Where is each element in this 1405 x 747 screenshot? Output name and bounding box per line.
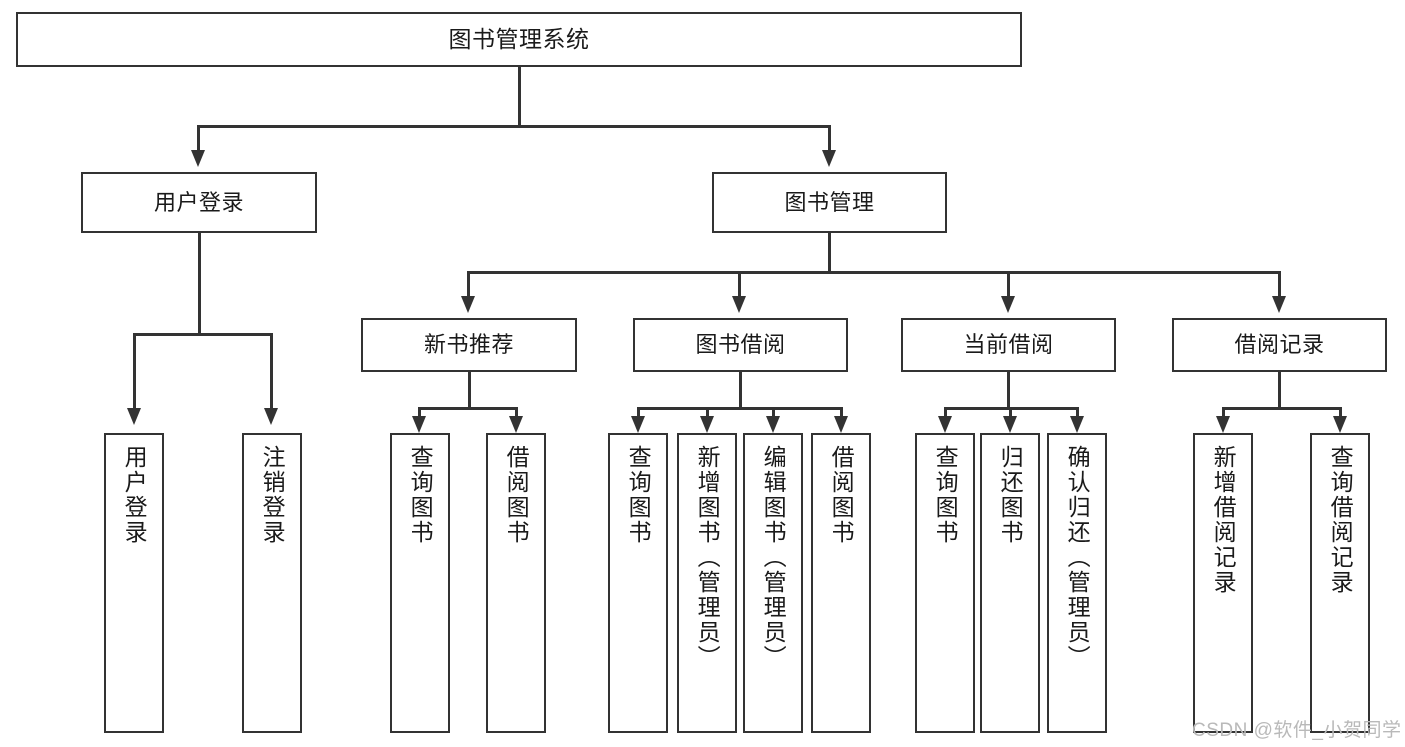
leaf-record-query[interactable]: 查询借阅记录 — [1310, 433, 1370, 733]
connector-record-l1 — [1222, 407, 1225, 417]
arrow-bookmgmt-to-current — [1001, 296, 1015, 313]
connector-current-l1 — [944, 407, 947, 417]
node-label: 图书管理系统 — [448, 25, 590, 52]
node-book-borrow[interactable]: 图书借阅 — [633, 318, 848, 372]
arrow-borrow-leaf-2 — [700, 416, 714, 433]
connector-root-stem — [518, 67, 521, 126]
connector-bookmgmt-stem — [828, 233, 831, 273]
node-label: 新增借阅记录 — [1210, 445, 1237, 595]
connector-root-to-userlogin — [197, 125, 200, 150]
node-label: 借阅图书 — [503, 445, 530, 545]
node-label: 图书借阅 — [695, 332, 786, 358]
node-label: 借阅记录 — [1234, 332, 1325, 358]
leaf-record-add[interactable]: 新增借阅记录 — [1193, 433, 1253, 733]
connector-current-l3 — [1076, 407, 1079, 417]
node-borrow-record[interactable]: 借阅记录 — [1172, 318, 1387, 372]
leaf-user-login-login[interactable]: 用户登录 — [104, 433, 164, 733]
node-label: 查询图书 — [932, 445, 959, 545]
node-label: 编辑图书（管理员） — [760, 445, 787, 670]
connector-bookmgmt-c1 — [467, 271, 470, 296]
connector-record-l2 — [1339, 407, 1342, 417]
leaf-borrow-query[interactable]: 查询图书 — [608, 433, 668, 733]
connector-root-bus — [197, 125, 831, 128]
node-label: 用户登录 — [121, 445, 148, 545]
node-label: 用户登录 — [153, 189, 244, 215]
node-label: 当前借阅 — [963, 332, 1054, 358]
connector-current-l2 — [1009, 407, 1012, 417]
connector-record-bus — [1222, 407, 1342, 410]
connector-borrow-stem — [739, 372, 742, 409]
arrow-bookmgmt-to-record — [1272, 296, 1286, 313]
arrow-current-leaf-3 — [1070, 416, 1084, 433]
arrow-root-to-bookmgmt — [822, 150, 836, 167]
arrow-userlogin-leaf-1 — [127, 408, 141, 425]
connector-bookmgmt-c4 — [1278, 271, 1281, 296]
connector-current-stem — [1007, 372, 1010, 409]
arrow-current-leaf-1 — [938, 416, 952, 433]
node-label: 查询图书 — [625, 445, 652, 545]
connector-userlogin-bus — [133, 333, 272, 336]
leaf-current-confirm-return[interactable]: 确认归还（管理员） — [1047, 433, 1107, 733]
connector-userlogin-stem — [198, 233, 201, 335]
connector-borrow-l1 — [637, 407, 640, 417]
node-new-book-recommend[interactable]: 新书推荐 — [361, 318, 577, 372]
connector-newbook-stem — [468, 372, 471, 409]
leaf-borrow-edit-book[interactable]: 编辑图书（管理员） — [743, 433, 803, 733]
leaf-borrow-add-book[interactable]: 新增图书（管理员） — [677, 433, 737, 733]
watermark-text: CSDN @软件_小贺同学 — [1192, 720, 1402, 741]
connector-record-stem — [1278, 372, 1281, 409]
node-book-management[interactable]: 图书管理 — [712, 172, 947, 233]
node-label: 新增图书（管理员） — [694, 445, 721, 670]
arrow-borrow-leaf-1 — [631, 416, 645, 433]
leaf-current-return[interactable]: 归还图书 — [980, 433, 1040, 733]
leaf-current-query[interactable]: 查询图书 — [915, 433, 975, 733]
connector-newbook-bus — [418, 407, 518, 410]
arrow-bookmgmt-to-newbook — [461, 296, 475, 313]
arrow-newbook-leaf-1 — [412, 416, 426, 433]
node-root-system[interactable]: 图书管理系统 — [16, 12, 1022, 67]
connector-newbook-l1 — [418, 407, 421, 417]
node-label: 借阅图书 — [828, 445, 855, 545]
node-label: 查询图书 — [407, 445, 434, 545]
node-label: 新书推荐 — [423, 332, 514, 358]
arrow-userlogin-leaf-2 — [264, 408, 278, 425]
connector-borrow-l4 — [840, 407, 843, 417]
connector-borrow-l3 — [772, 407, 775, 417]
connector-borrow-l2 — [706, 407, 709, 417]
arrow-borrow-leaf-3 — [766, 416, 780, 433]
connector-bookmgmt-bus — [467, 271, 1281, 274]
connector-newbook-l2 — [515, 407, 518, 417]
node-label: 注销登录 — [259, 445, 286, 545]
arrow-bookmgmt-to-borrow — [732, 296, 746, 313]
node-current-borrow[interactable]: 当前借阅 — [901, 318, 1116, 372]
arrow-record-leaf-1 — [1216, 416, 1230, 433]
leaf-user-login-logout[interactable]: 注销登录 — [242, 433, 302, 733]
node-label: 确认归还（管理员） — [1064, 445, 1091, 670]
connector-root-to-bookmgmt — [828, 125, 831, 150]
connector-bookmgmt-c2 — [738, 271, 741, 296]
node-user-login[interactable]: 用户登录 — [81, 172, 317, 233]
connector-userlogin-right — [270, 333, 273, 408]
arrow-newbook-leaf-2 — [509, 416, 523, 433]
node-label: 图书管理 — [784, 189, 875, 215]
leaf-borrow-borrow-book[interactable]: 借阅图书 — [811, 433, 871, 733]
arrow-record-leaf-2 — [1333, 416, 1347, 433]
connector-borrow-bus — [637, 407, 842, 410]
arrow-current-leaf-2 — [1003, 416, 1017, 433]
node-label: 查询借阅记录 — [1327, 445, 1354, 595]
connector-bookmgmt-c3 — [1007, 271, 1010, 296]
connector-userlogin-left — [133, 333, 136, 408]
leaf-newbook-borrow[interactable]: 借阅图书 — [486, 433, 546, 733]
arrow-root-to-userlogin — [191, 150, 205, 167]
arrow-borrow-leaf-4 — [834, 416, 848, 433]
node-label: 归还图书 — [997, 445, 1024, 545]
leaf-newbook-query[interactable]: 查询图书 — [390, 433, 450, 733]
